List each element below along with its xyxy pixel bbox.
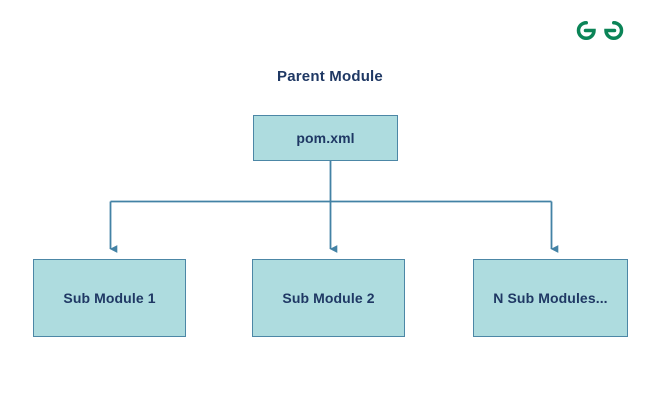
node-sub-module-1: Sub Module 1 [33,259,186,337]
node-label: Sub Module 2 [282,290,375,306]
geeksforgeeks-logo-icon [576,21,624,40]
node-label: N Sub Modules... [493,290,608,306]
node-label: Sub Module 1 [63,290,156,306]
node-parent-module-pom: pom.xml [253,115,398,161]
node-label: pom.xml [296,130,355,146]
node-n-sub-modules: N Sub Modules... [473,259,628,337]
page-title: Parent Module [277,68,383,85]
node-sub-module-2: Sub Module 2 [252,259,405,337]
